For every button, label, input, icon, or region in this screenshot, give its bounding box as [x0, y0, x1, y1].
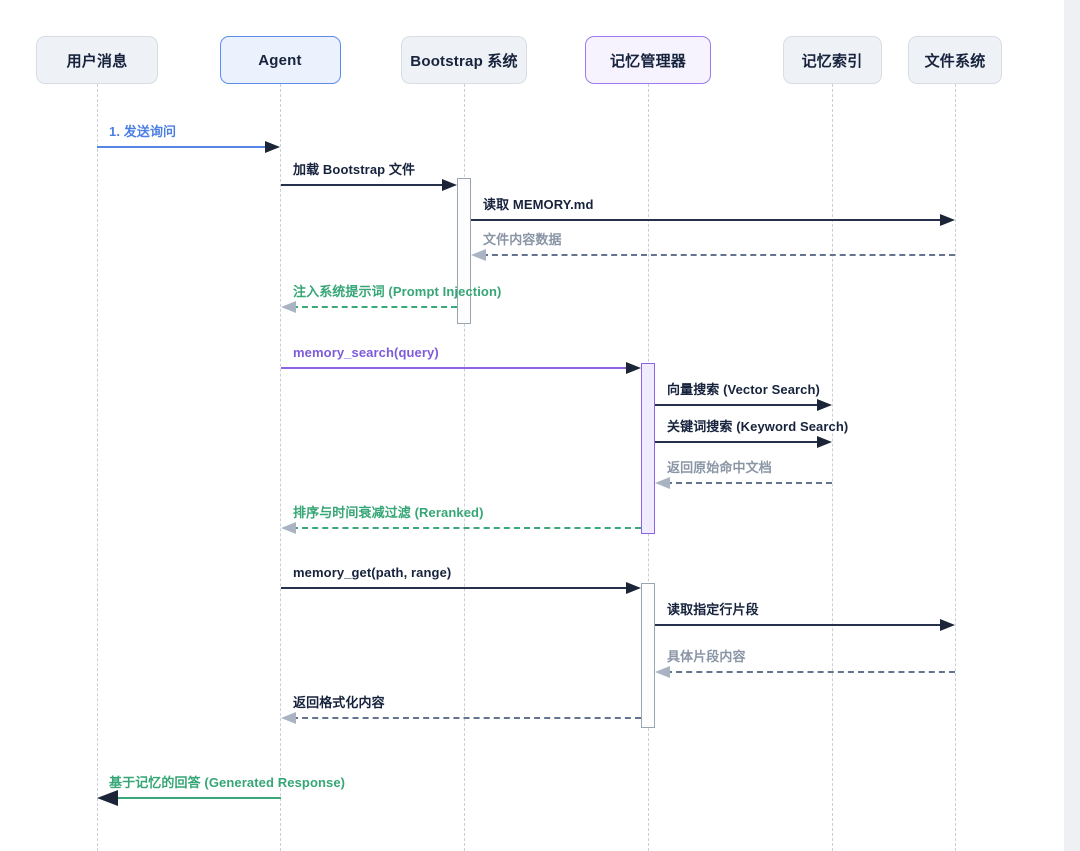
- message-line-send-query: [97, 146, 269, 148]
- message-line-return-raw-hits: [666, 482, 832, 484]
- message-label-read-line-fragments: 读取指定行片段: [667, 602, 759, 617]
- participant-memory-manager: 记忆管理器: [585, 36, 711, 84]
- message-line-load-bootstrap-file: [281, 184, 446, 186]
- lifeline-agent: [280, 84, 281, 851]
- lifeline-bootstrap-system: [464, 84, 465, 851]
- participant-bootstrap-system: Bootstrap 系统: [401, 36, 527, 84]
- message-line-vector-search: [655, 404, 821, 406]
- message-label-return-raw-hits: 返回原始命中文档: [667, 460, 772, 475]
- message-label-prompt-injection: 注入系统提示词 (Prompt Injection): [293, 284, 502, 299]
- message-line-prompt-injection: [292, 306, 457, 308]
- message-arrowhead-reranked: [281, 522, 296, 534]
- participant-label-memory-index: 记忆索引: [801, 52, 863, 70]
- message-line-file-content-data: [482, 254, 955, 256]
- message-label-read-memory-md: 读取 MEMORY.md: [483, 197, 594, 212]
- lifeline-memory-index: [832, 84, 833, 851]
- message-label-memory-search: memory_search(query): [293, 345, 439, 360]
- page-right-band: [1064, 0, 1080, 851]
- message-label-reranked: 排序与时间衰减过滤 (Reranked): [293, 505, 484, 520]
- participant-memory-index: 记忆索引: [782, 36, 882, 84]
- participant-label-agent: Agent: [258, 51, 302, 69]
- message-line-keyword-search: [655, 441, 821, 443]
- message-line-generated-response: [114, 797, 281, 799]
- message-arrowhead-read-line-fragments: [940, 619, 955, 631]
- memory-manager-activation-search: [641, 363, 655, 534]
- message-arrowhead-memory-search: [626, 362, 641, 374]
- message-label-load-bootstrap-file: 加载 Bootstrap 文件: [293, 162, 416, 177]
- message-arrowhead-return-raw-hits: [655, 477, 670, 489]
- message-label-file-content-data: 文件内容数据: [483, 232, 562, 247]
- message-line-read-line-fragments: [655, 624, 944, 626]
- participant-label-user-message: 用户消息: [66, 52, 128, 70]
- participant-user-message: 用户消息: [36, 36, 158, 84]
- message-label-generated-response: 基于记忆的回答 (Generated Response): [109, 775, 346, 790]
- message-arrowhead-read-memory-md: [940, 214, 955, 226]
- memory-manager-activation-get: [641, 583, 655, 728]
- lifeline-file-system: [955, 84, 956, 851]
- message-line-reranked: [292, 527, 641, 529]
- message-label-memory-get: memory_get(path, range): [293, 565, 452, 580]
- participant-label-bootstrap-system: Bootstrap 系统: [410, 52, 518, 70]
- lifeline-user-message: [97, 84, 98, 851]
- message-label-return-formatted-content: 返回格式化内容: [293, 695, 385, 710]
- participant-agent: Agent: [219, 36, 341, 84]
- participant-label-memory-manager: 记忆管理器: [609, 52, 686, 70]
- bootstrap-activation: [457, 178, 471, 324]
- message-arrowhead-prompt-injection: [281, 301, 296, 313]
- message-arrowhead-keyword-search: [817, 436, 832, 448]
- message-label-vector-search: 向量搜索 (Vector Search): [667, 382, 820, 397]
- message-line-fragment-content: [666, 671, 955, 673]
- message-arrowhead-vector-search: [817, 399, 832, 411]
- message-arrowhead-return-formatted-content: [281, 712, 296, 724]
- message-arrowhead-fragment-content: [655, 666, 670, 678]
- message-line-memory-get: [281, 587, 630, 589]
- message-label-send-query: 1. 发送询问: [109, 124, 177, 139]
- message-label-fragment-content: 具体片段内容: [667, 649, 746, 664]
- message-line-memory-search: [281, 367, 630, 369]
- message-arrowhead-memory-get: [626, 582, 641, 594]
- message-arrowhead-send-query: [265, 141, 280, 153]
- message-line-read-memory-md: [471, 219, 944, 221]
- message-line-return-formatted-content: [292, 717, 641, 719]
- message-label-keyword-search: 关键词搜索 (Keyword Search): [667, 419, 849, 434]
- message-arrowhead-file-content-data: [471, 249, 486, 261]
- participant-file-system: 文件系统: [908, 36, 1002, 84]
- participant-label-file-system: 文件系统: [924, 52, 986, 70]
- message-arrowhead-generated-response: [97, 790, 118, 806]
- message-arrowhead-load-bootstrap-file: [442, 179, 457, 191]
